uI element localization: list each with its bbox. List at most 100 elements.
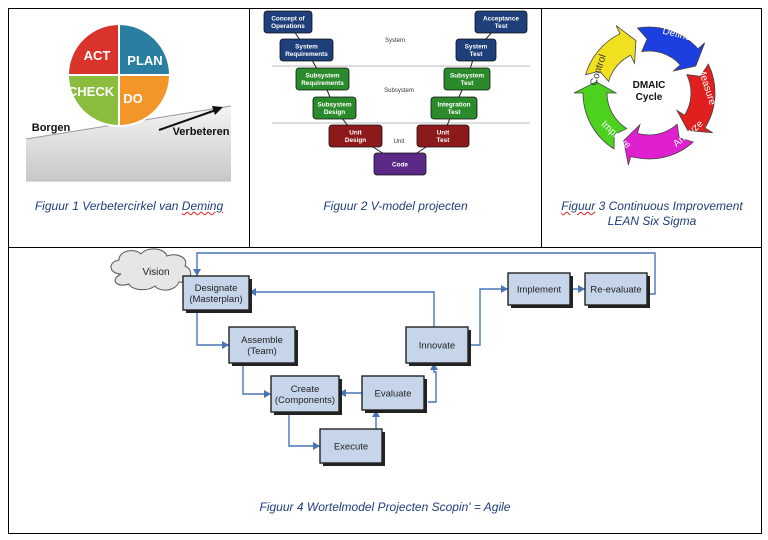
v-model-box-label: Test: [470, 51, 484, 58]
dmaic-center-line-1: DMAIC: [633, 80, 666, 91]
agile-box-label: Assemble: [241, 335, 283, 346]
analyze-arrow: [623, 123, 694, 166]
v-model-box-label: Integration: [437, 102, 470, 109]
figure-3-cell: DMAIC Cycle Define Measure Analyze Impro…: [542, 9, 762, 247]
agile-box-shape: [182, 275, 250, 311]
v-model-box-shape: [279, 38, 334, 62]
v-model-box-label: Test: [448, 109, 462, 116]
dmaic-center-line-2: Cycle: [636, 92, 663, 103]
v-model-box-label: Test: [437, 137, 451, 144]
v-model-box-label: Subsystem: [317, 102, 351, 109]
deming-cycle-figure: ACT PLAN CHECK DO Borgen Verbeteren: [25, 22, 232, 182]
innovate-to-designate: [249, 291, 435, 327]
reevaluate-to-designate: [196, 252, 656, 295]
agile-box-shape: [361, 375, 425, 411]
agile-box-implement: Implement: [507, 272, 573, 308]
figure-2-caption: Figuur 2 V-model projecten: [323, 199, 468, 213]
agile-box-label: Execute: [334, 442, 368, 453]
pdca-wheel: ACT PLAN CHECK DO: [66, 22, 172, 128]
figure-table: [8, 8, 762, 534]
agile-box-label: (Team): [247, 346, 277, 357]
agile-boxes: Designate(Masterplan) Assemble(Team) Creat…: [182, 272, 650, 466]
plan-label: PLAN: [127, 53, 162, 68]
v-model-box-label: Test: [495, 23, 509, 30]
v-model-box-shape: [430, 96, 478, 120]
improvement-arrow: [158, 106, 223, 131]
agile-box-shape: [319, 428, 383, 464]
agile-box-evaluate: Evaluate: [361, 375, 427, 413]
wortelmodel-figure: Vision Designate(Masterplan)Assemble(Tea…: [110, 248, 656, 466]
arrowhead: [313, 442, 320, 450]
figure-1-caption: Figuur 1 Verbetercirkel van Deming: [9, 199, 249, 214]
agile-box-shape: [405, 326, 469, 364]
caption-3-line-1: 3 Continuous Improvement: [595, 199, 743, 213]
agile-box-shape: [270, 375, 340, 413]
agile-box-label: (Components): [275, 395, 335, 406]
agile-box-execute: Execute: [319, 428, 385, 466]
plan-segment: [118, 22, 172, 76]
caption-1-deming: Deming: [181, 199, 224, 213]
agile-box-shape: [507, 272, 571, 306]
slope-wedge: [26, 106, 231, 181]
caption-1-text: Figuur 1 Verbetercirkel van: [34, 199, 182, 213]
v-model-box-shape: [474, 10, 528, 34]
v-model-box-label: Acceptance: [483, 16, 519, 23]
figure-1-cell: ACT PLAN CHECK DO Borgen Verbeteren Figu…: [9, 9, 249, 247]
column-divider-1: [249, 8, 250, 248]
agile-box-innovate: Innovate: [405, 326, 471, 366]
v-model-box-label: Operations: [271, 23, 305, 30]
dmaic-cycle-figure: DMAIC Cycle Define Measure Analyze Impro…: [573, 25, 718, 166]
act-segment: [66, 22, 120, 76]
v-model-box-label: Unit: [437, 130, 450, 137]
v-model-box-label: Test: [461, 80, 475, 87]
v-model-box-shape: [263, 10, 313, 34]
v-model-box-label: Design: [324, 109, 345, 116]
dmaic-arrows: [573, 25, 716, 166]
agile-box-label: Implement: [517, 285, 562, 296]
agile-box-label: Evaluate: [375, 389, 412, 400]
agile-box-shape: [228, 326, 296, 364]
v-model-box-label: Concept of: [271, 16, 305, 23]
agile-box-designate: Designate(Masterplan): [182, 275, 252, 313]
agile-box-label: Re-evaluate: [590, 285, 641, 296]
agile-box-label: Create: [291, 384, 320, 395]
v-model-box-shape: [443, 67, 491, 91]
v-model-box-shape: [312, 96, 357, 120]
v-model-box-label: Design: [345, 137, 366, 144]
figure-4-cell: Vision Designate(Masterplan)Assemble(Tea…: [9, 248, 761, 533]
arrowhead: [193, 269, 201, 276]
borgen-label: Borgen: [32, 122, 71, 134]
v-model-box-label: Requirements: [285, 51, 328, 58]
v-model-box-code: Code: [373, 152, 427, 176]
verbeteren-label: Verbeteren: [173, 126, 230, 138]
arrowhead: [222, 341, 229, 349]
system-band-label: System: [385, 38, 405, 44]
improve-arrow: [573, 81, 628, 150]
arrowhead: [249, 288, 256, 296]
check-label: CHECK: [68, 84, 115, 99]
v-model-box-shape: [416, 124, 470, 148]
control-arrow: [584, 25, 637, 83]
innovate-to-implement: [468, 288, 508, 346]
column-divider-2: [541, 8, 542, 248]
agile-connectors: [193, 252, 656, 450]
subsystem-band-label: Subsystem: [384, 88, 414, 94]
agile-box-assemble: Assemble(Team): [228, 326, 298, 366]
assemble-to-create: [242, 363, 271, 395]
v-model-box-label: Code: [392, 161, 408, 168]
arrowhead: [501, 285, 508, 293]
v-model-box-label: System: [295, 44, 318, 51]
v-model-box-label: Subsystem: [450, 73, 484, 80]
unit-band-label: Unit: [394, 139, 405, 145]
define-arrow: [636, 26, 706, 72]
arrowhead: [339, 389, 346, 397]
